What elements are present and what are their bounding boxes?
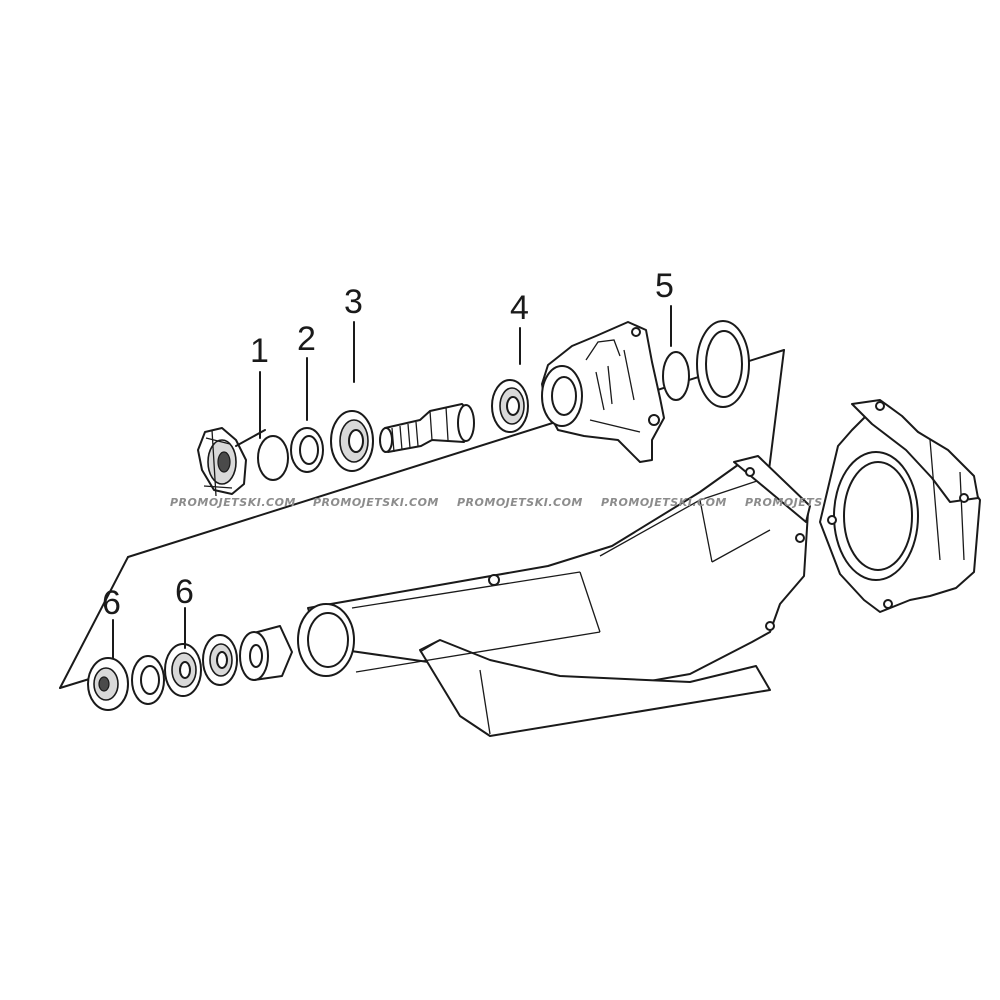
washer-lower-part [131, 655, 165, 705]
callout-3: 3 [344, 283, 363, 321]
bearing-4-part [491, 379, 529, 433]
watermark-4: PROMOJETSKI.COM [601, 496, 727, 509]
callout-2: 2 [297, 320, 316, 358]
spacer-sleeve-part [239, 625, 293, 681]
bearing-lower-part [202, 634, 238, 686]
watermark-3: PROMOJETSKI.COM [457, 496, 583, 509]
callout-6b: 6 [175, 573, 194, 611]
pump-housing-part [297, 455, 811, 737]
washer-part [290, 427, 324, 473]
callout-4: 4 [510, 289, 529, 327]
leader-lines [112, 305, 672, 659]
watermark-row: PROMOJETSKI.COM PROMOJETSKI.COM PROMOJET… [170, 496, 823, 509]
intake-adapter-part [819, 399, 981, 613]
callout-1: 1 [250, 332, 269, 370]
o-ring-part [662, 351, 690, 401]
callout-6a: 6 [102, 584, 121, 622]
drive-shaft-part [379, 403, 475, 453]
watermark-5: PROMOJETS [745, 496, 823, 509]
bearing-6b-part [164, 643, 202, 697]
bearing-6a-part [87, 657, 129, 711]
bearing-housing-part [541, 321, 665, 463]
impeller-part [197, 427, 266, 497]
watermark-1: PROMOJETSKI.COM [170, 496, 296, 509]
watermark-2: PROMOJETSKI.COM [313, 496, 439, 509]
bearing-3-part [330, 410, 374, 472]
ring-1-part [257, 435, 289, 481]
callout-labels: 1 2 3 4 5 6 6 [102, 267, 674, 622]
callout-5: 5 [655, 267, 674, 305]
seal-ring-part [696, 320, 750, 408]
